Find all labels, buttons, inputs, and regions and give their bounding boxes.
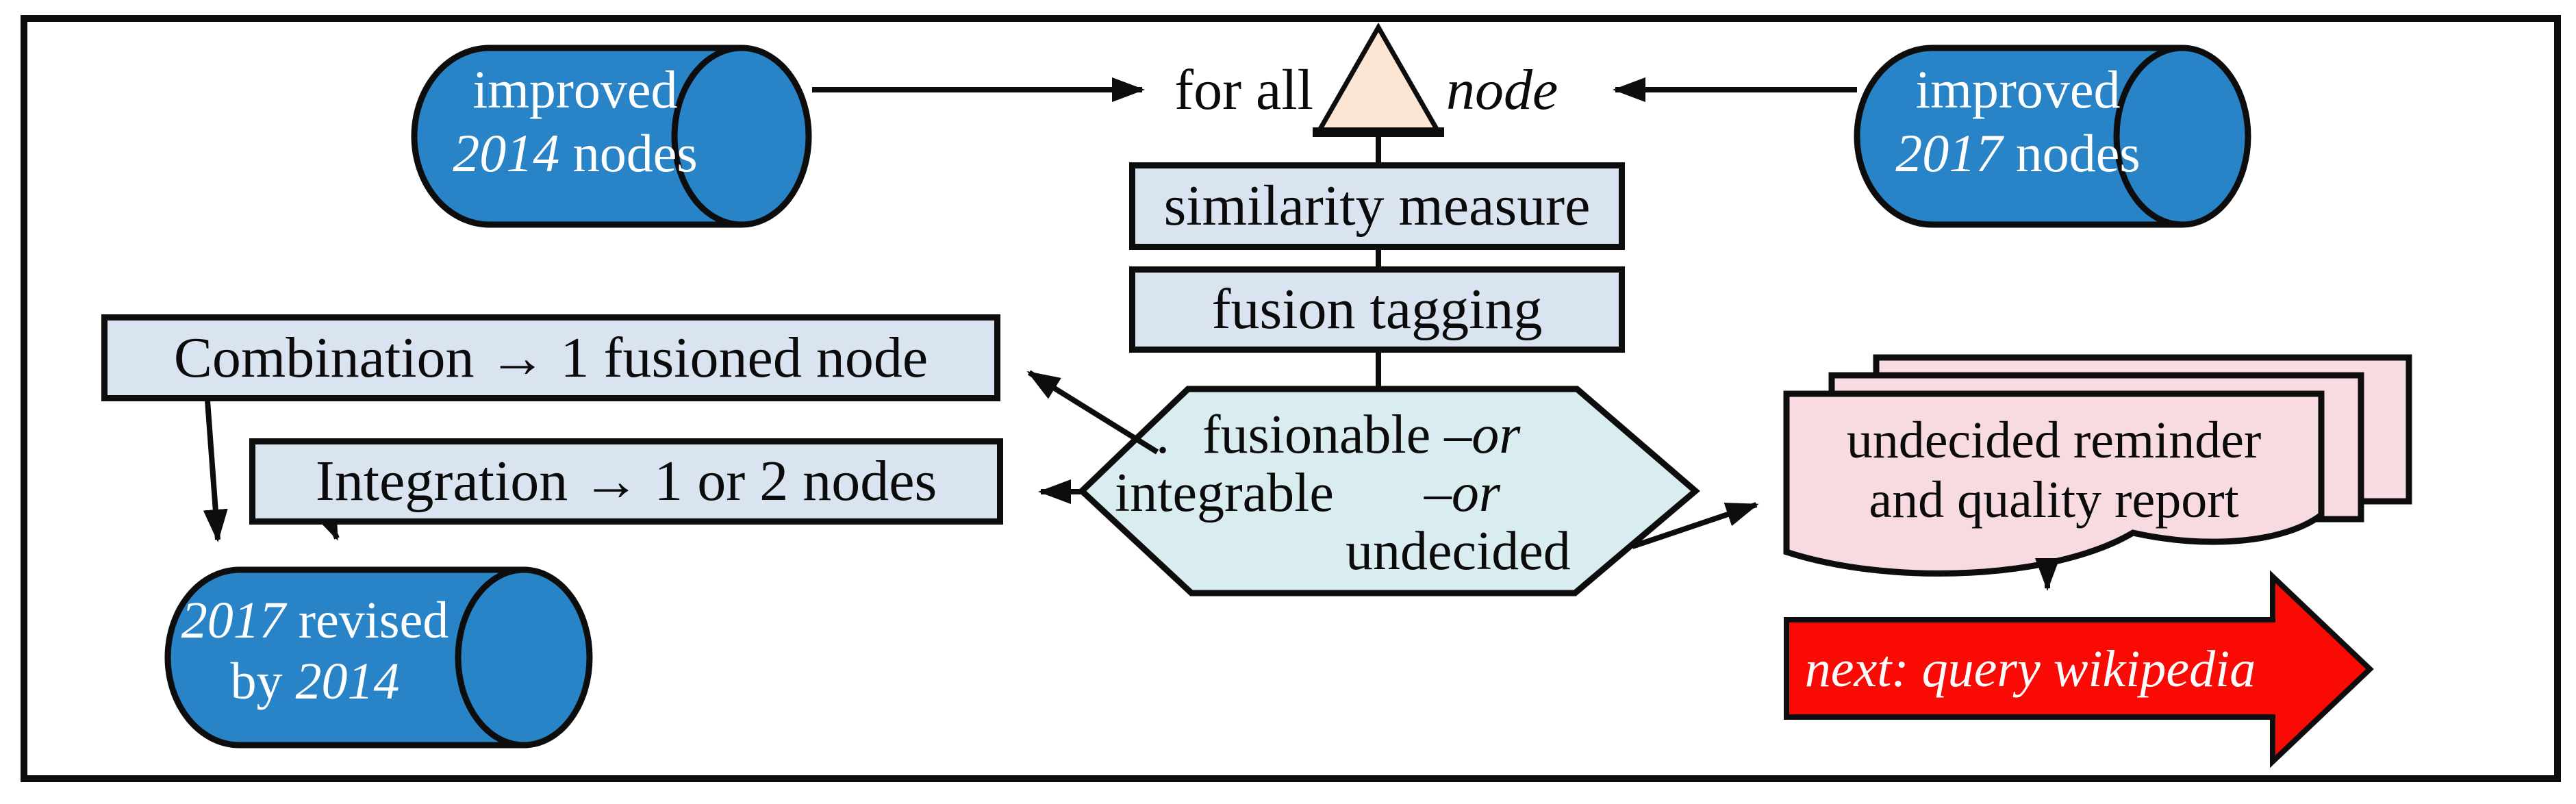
stray-dot: . — [1156, 405, 1170, 465]
label-line: 2017 revised — [164, 590, 466, 651]
next-step-label: next: query wikipedia — [1804, 640, 2256, 698]
label-2017-cylinder: improved 2017 nodes — [1857, 58, 2179, 185]
decision-hexagon — [1077, 386, 1700, 596]
for-all-label: for all — [1174, 58, 1313, 122]
report-documents-stack — [1783, 354, 2412, 577]
dash: – — [1424, 463, 1452, 523]
fusion-tagging-box: fusion tagging — [1129, 266, 1625, 353]
year-italic: 2014 — [453, 123, 560, 183]
year-italic: 2014 — [295, 653, 400, 710]
label-suffix: nodes — [559, 123, 698, 183]
arrow-hexagon-to-report — [1631, 502, 1759, 549]
label-line: 2014 nodes — [414, 121, 736, 185]
outer-border — [21, 15, 2561, 782]
undecided-label: undecided — [1346, 521, 1571, 581]
arrow-hexagon-to-combination — [1026, 370, 1159, 455]
report-documents-label: undecided reminder and quality report — [1786, 411, 2321, 530]
database-cylinder-result — [164, 566, 593, 749]
label-line: 2017 nodes — [1857, 121, 2179, 185]
year-italic: 2017 — [181, 592, 286, 649]
integration-box: Integration → 1 or 2 nodes — [249, 438, 1003, 525]
combination-box: Combination → 1 fusioned node — [101, 314, 1000, 401]
or-italic: or — [1472, 405, 1521, 465]
label-prefix: by — [230, 653, 296, 710]
combination-label: Combination → 1 fusioned node — [173, 325, 929, 390]
label-suffix: revised — [285, 592, 449, 649]
arrow-combination-to-result — [203, 400, 228, 542]
label-result-cylinder: 2017 revised by 2014 — [164, 590, 466, 712]
loop-triangle-icon — [1313, 22, 1444, 137]
database-cylinder-2014 — [411, 45, 812, 228]
fusionable-label: fusionable – — [1202, 405, 1472, 465]
report-line: and quality report — [1869, 471, 2239, 529]
similarity-measure-label: similarity measure — [1163, 174, 1591, 238]
label-suffix: nodes — [2002, 123, 2141, 183]
hexagon-line-fusionable: . fusionable – or — [1156, 405, 1520, 464]
hexagon-line-integrable: integrable – or — [1115, 464, 1500, 523]
year-italic: 2017 — [1895, 123, 2003, 183]
hexagon-line-undecided: undecided — [1346, 522, 1571, 581]
integrable-label: integrable — [1115, 463, 1334, 523]
fusion-tagging-label: fusion tagging — [1211, 277, 1543, 341]
label-line: improved — [472, 60, 678, 119]
label-line: improved — [1915, 60, 2121, 119]
report-line: undecided reminder — [1846, 412, 2262, 469]
label-line: by 2014 — [164, 651, 466, 712]
arrow-integration-to-result — [314, 505, 340, 541]
or-italic: or — [1451, 463, 1500, 523]
label-2014-cylinder: improved 2014 nodes — [414, 58, 736, 185]
similarity-measure-box: similarity measure — [1129, 162, 1625, 250]
next-step-arrow — [1784, 570, 2374, 768]
integration-label: Integration → 1 or 2 nodes — [315, 449, 937, 513]
node-label: node — [1446, 58, 1558, 122]
database-cylinder-2017 — [1854, 45, 2251, 228]
